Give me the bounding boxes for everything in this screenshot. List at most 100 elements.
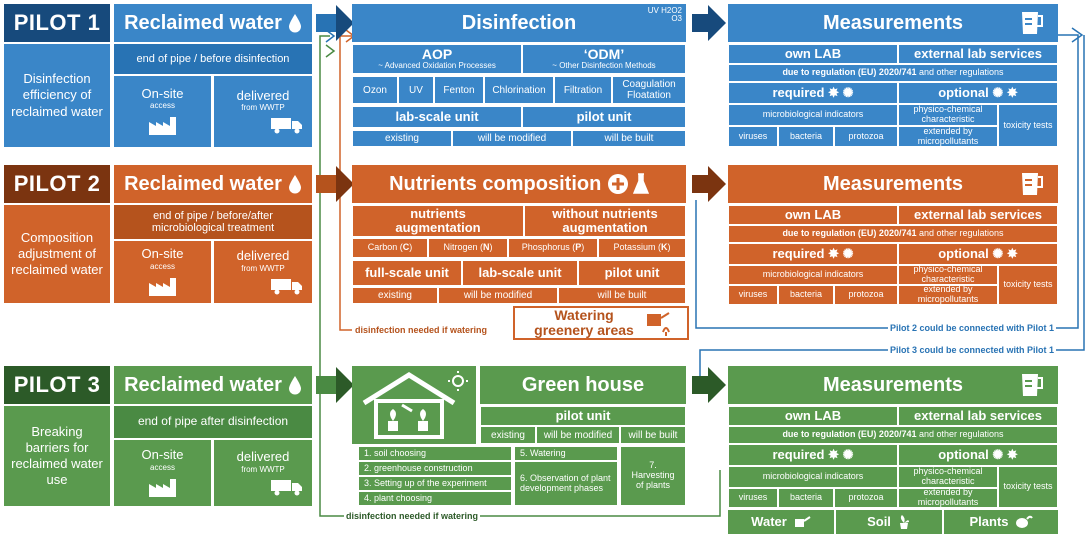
pilot3-description: Breaking barriers for reclaimed water us…: [4, 406, 110, 506]
pilot1-arrow-in: [316, 14, 338, 32]
pilot3-status-modified: will be modified: [536, 426, 620, 444]
water-drop-icon: [288, 13, 302, 33]
step-2: 2. greenhouse construction: [358, 461, 512, 476]
m2-regulation: due to regulation (EU) 2020/741 and othe…: [728, 225, 1058, 243]
m2-protozoa: protozoa: [834, 285, 898, 305]
pilot1-odm: ‘ODM’~ Other Disinfection Methods: [522, 44, 686, 74]
flask-icon: [632, 173, 649, 195]
pilot2-pilot1-line: [695, 34, 1079, 329]
m2-own-lab: own LAB: [728, 205, 898, 225]
factory-icon: [148, 114, 178, 136]
step-3: 3. Setting up of the experiment: [358, 476, 512, 491]
m1-required: required ✸ ✺: [728, 82, 898, 104]
m3-own-lab: own LAB: [728, 406, 898, 426]
pilot1-aop: AOP~ Advanced Oxidation Processes: [352, 44, 522, 74]
m2-toxicity: toxicity tests: [998, 265, 1058, 305]
pilot1-reclaimed-water: Reclaimed water: [114, 4, 312, 42]
m3-external: external lab services: [898, 406, 1058, 426]
vegetable-icon: [1015, 515, 1033, 529]
m3-toxicity: toxicity tests: [998, 466, 1058, 508]
m2-optional: optional ✺ ✸: [898, 243, 1058, 265]
pilot1-measurements-title: Measurements: [728, 4, 1058, 42]
method-ozon: Ozon: [352, 76, 398, 104]
pilot3-reclaimed-water: Reclaimed water: [114, 366, 312, 404]
pilot2-title: PILOT 2: [4, 165, 110, 203]
output-soil: Soil: [836, 510, 942, 534]
method-uv: UV: [398, 76, 434, 104]
pilot2-reclaimed-water: Reclaimed water: [114, 165, 312, 203]
truck-icon: [270, 478, 304, 496]
m1-protozoa: protozoa: [834, 126, 898, 147]
m3-micropoll: extended by micropollutants: [898, 488, 998, 508]
pilot2-status-existing: existing: [352, 287, 438, 304]
greenhouse-illustration: [352, 366, 476, 444]
m2-viruses: viruses: [728, 285, 778, 305]
pilot3-pilot1-label: Pilot 3 could be connected with Pilot 1: [888, 345, 1057, 355]
pilot3-status-existing: existing: [480, 426, 536, 444]
m3-protozoa: protozoa: [834, 488, 898, 508]
pilot1-delivered: delivered from WWTP: [214, 76, 312, 147]
method-coagulation: Coagulation Floatation: [612, 76, 686, 104]
pilot2-arrow-out: [692, 175, 710, 193]
nutrient-nitrogen: Nitrogen (N): [428, 238, 508, 258]
pilot3-status-built: will be built: [620, 426, 686, 444]
water-drop-icon: [288, 174, 302, 194]
m1-toxicity: toxicity tests: [998, 104, 1058, 147]
pilot2-description: Composition adjustment of reclaimed wate…: [4, 205, 110, 303]
pilot3-disinfection-note: disinfection needed if watering: [344, 511, 481, 521]
pilot2-pilot1-label: Pilot 2 could be connected with Pilot 1: [888, 323, 1057, 333]
pilot2-with-nutrients: nutrients augmentation: [352, 205, 524, 237]
measuring-jug-icon: [1020, 372, 1044, 398]
pilot1-rw-source: end of pipe / before disinfection: [114, 44, 312, 74]
pilot1-title: PILOT 1: [4, 4, 110, 42]
factory-icon: [148, 476, 178, 498]
virus-icon: ✺ ✸: [992, 84, 1018, 100]
pilot3-title: PILOT 3: [4, 366, 110, 404]
pilot2-process-title: Nutrients composition: [352, 165, 686, 203]
m1-micro: microbiological indicators: [728, 104, 898, 126]
pilot1-onsite: On-site access: [114, 76, 211, 147]
m1-regulation: due to regulation (EU) 2020/741 and othe…: [728, 64, 1058, 82]
pilot1-arrow-out: [692, 14, 710, 32]
step-6: 6. Observation of plant development phas…: [514, 461, 618, 506]
water-drop-icon: [288, 375, 302, 395]
m3-required: required ✸ ✺: [728, 444, 898, 466]
truck-icon: [270, 277, 304, 295]
pilot2-full-scale: full-scale unit: [352, 260, 462, 286]
microbe-icon: ✸ ✺: [828, 446, 854, 462]
pilot2-measurements-title: Measurements: [728, 165, 1058, 203]
pilot3-arrow-out: [692, 376, 710, 394]
pilot2-lab-scale: lab-scale unit: [462, 260, 578, 286]
output-water: Water: [728, 510, 834, 534]
m3-viruses: viruses: [728, 488, 778, 508]
nutrient-phosphorus: Phosphorus (P): [508, 238, 598, 258]
nutrient-carbon: Carbon (C): [352, 238, 428, 258]
step-7: 7. Harvesting of plants: [620, 446, 686, 506]
potted-plant-icon: [897, 514, 911, 530]
m3-physchem: physico-chemical characteristic: [898, 466, 998, 488]
pilot2-watering: Watering greenery areas: [513, 306, 689, 340]
nutrient-potassium: Potassium (K): [598, 238, 686, 258]
m3-bacteria: bacteria: [778, 488, 834, 508]
pilot3-onsite: On-site access: [114, 440, 211, 506]
m3-regulation: due to regulation (EU) 2020/741 and othe…: [728, 426, 1058, 444]
pilot1-description: Disinfection efficiency of reclaimed wat…: [4, 44, 110, 147]
factory-icon: [148, 275, 178, 297]
microbe-icon: ✸ ✺: [828, 245, 854, 261]
pilot2-status-modified: will be modified: [438, 287, 558, 304]
m2-external: external lab services: [898, 205, 1058, 225]
m2-physchem: physico-chemical characteristic: [898, 265, 998, 285]
pilot3-arrow-in: [316, 376, 338, 394]
pilot2-arrow-in: [316, 175, 338, 193]
pilot3-measurements-title: Measurements: [728, 366, 1058, 404]
truck-icon: [270, 116, 304, 134]
pilot3-rw-source: end of pipe after disinfection: [114, 406, 312, 438]
pilot3-delivered: delivered from WWTP: [214, 440, 312, 506]
output-plants: Plants: [944, 510, 1058, 534]
measuring-jug-icon: [1020, 171, 1044, 197]
watering-can-icon: [793, 515, 811, 529]
m1-own-lab: own LAB: [728, 44, 898, 64]
pilot1-lab-unit: lab-scale unit: [352, 106, 522, 128]
